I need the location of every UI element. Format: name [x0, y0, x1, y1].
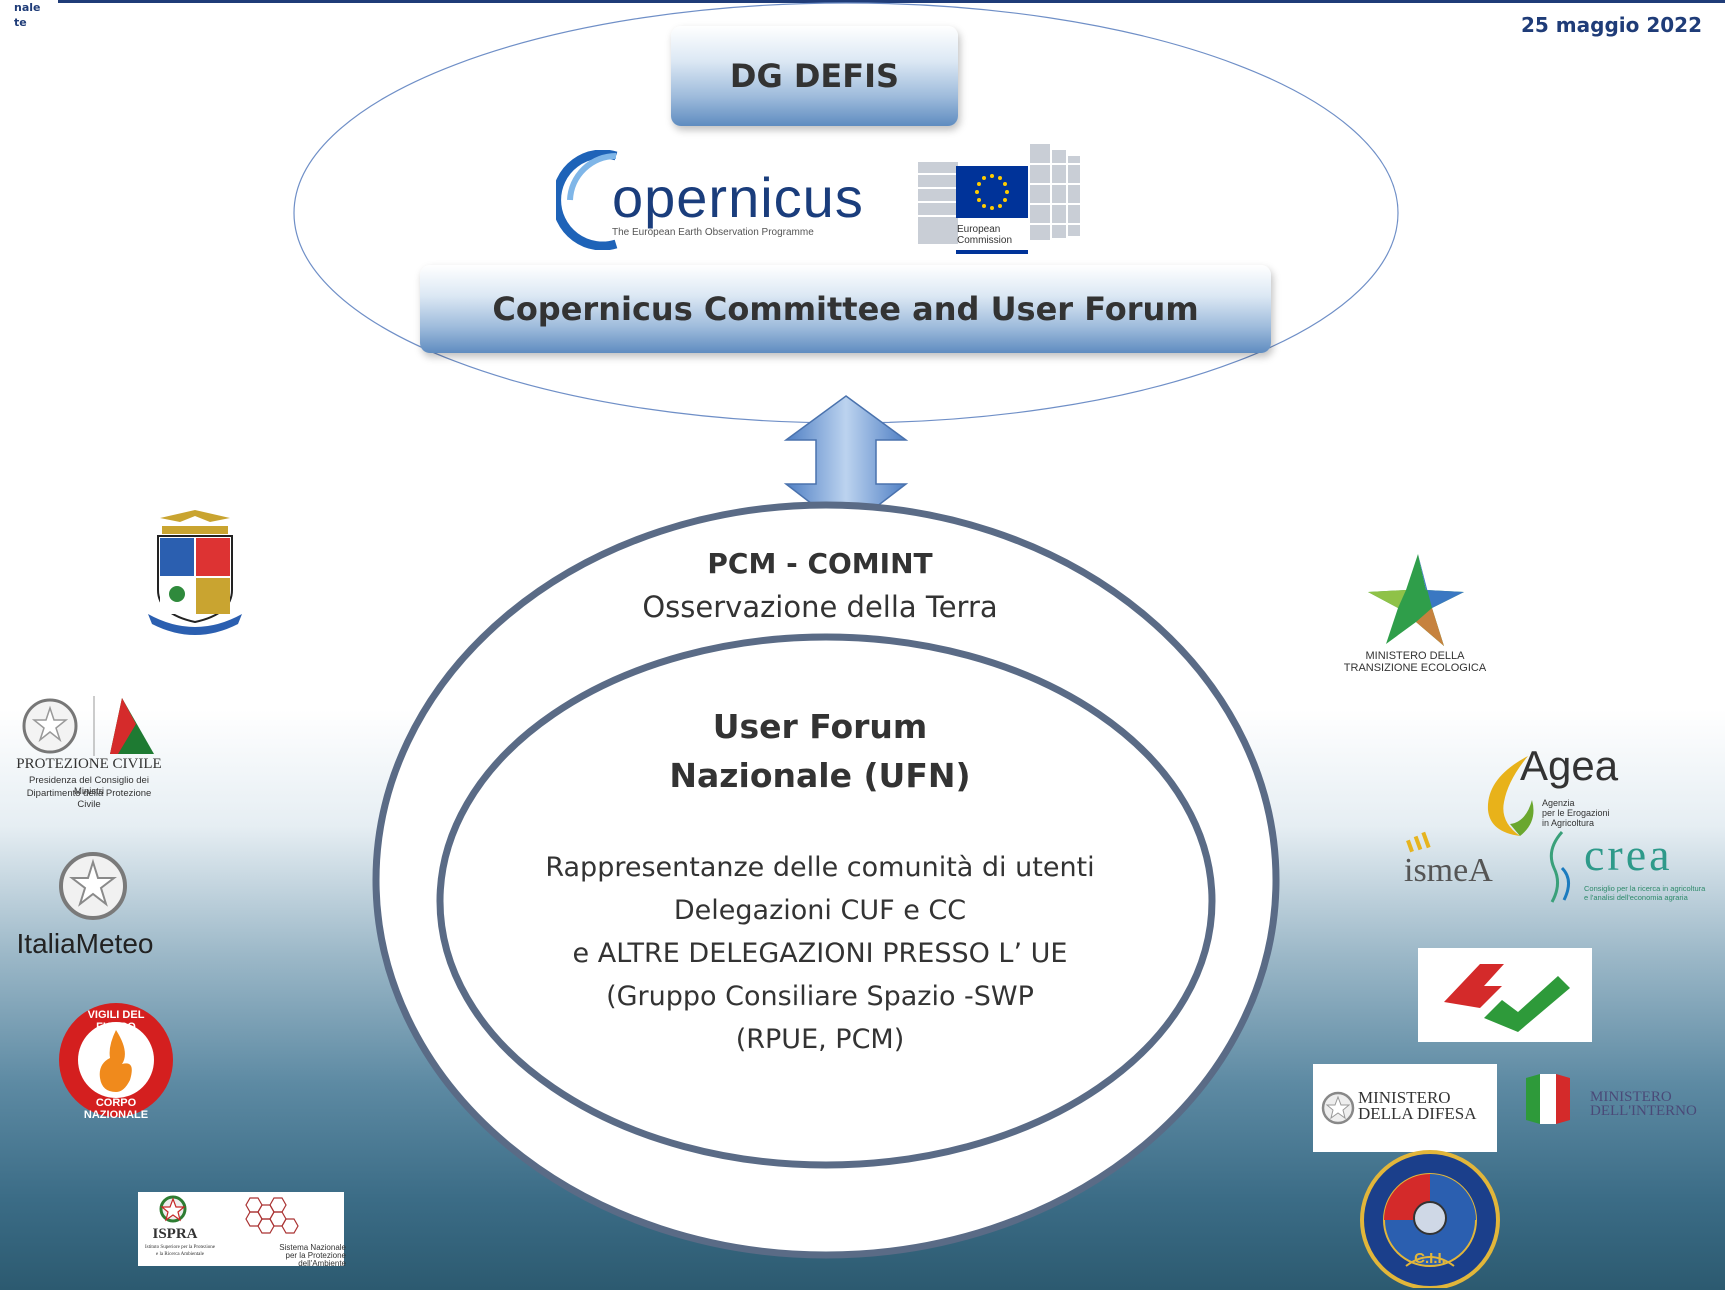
mite-line-2: TRANSIZIONE ECOLOGICA: [1343, 662, 1487, 674]
difesa-line-1: MINISTERO: [1358, 1088, 1451, 1107]
agea-swoosh-icon: [1487, 756, 1534, 836]
difesa-text: MINISTERO DELLA DIFESA: [1358, 1088, 1477, 1123]
ufn-title-line-2: Nazionale (UFN): [669, 756, 971, 795]
crea-sub-1: Consiglio per la ricerca in agricoltura: [1584, 884, 1706, 893]
vigili-top-text: VIGILI DEL FUOCO: [87, 1009, 145, 1033]
crea-drop-icon: [1549, 831, 1570, 903]
pcm-title: PCM - COMINT: [707, 547, 933, 580]
mite-star-logo: [1368, 554, 1464, 646]
italian-flag-icon: [1526, 1074, 1570, 1124]
difesa-line-2: DELLA DIFESA: [1358, 1104, 1477, 1123]
cii-badge: [1360, 1150, 1500, 1288]
org-line-2: te: [14, 16, 27, 29]
org-line-1: nale: [14, 1, 41, 14]
ec-label-line-2: Commission: [957, 235, 1013, 246]
ufn-desc-line-5: (RPUE, PCM): [735, 1024, 905, 1055]
difesa-emblem-icon: [1321, 1091, 1355, 1125]
snpa-line-2: per la Protezione: [285, 1251, 346, 1260]
agea-sub-1: Agenzia: [1542, 798, 1575, 808]
ufn-title-line-1: User Forum: [712, 707, 928, 746]
crea-sub-2: e l'analisi dell'economia agraria: [1584, 893, 1688, 902]
ispra-sub-2: e la Ricerca Ambientale: [156, 1252, 204, 1257]
snpa-line-1: Sistema Nazionale: [279, 1243, 346, 1252]
mite-line-1: MINISTERO DELLA: [1365, 650, 1465, 662]
italiameteo-label: ItaliaMeteo: [16, 928, 154, 959]
snpa-text: Sistema Nazionale per la Protezione dell…: [256, 1244, 346, 1268]
vigili-del-fuoco-badge: [59, 1003, 173, 1117]
red-green-chevron-logo: [1444, 964, 1570, 1032]
crea-sub: Consiglio per la ricerca in agricoltura …: [1584, 884, 1705, 902]
copernicus-c-icon: [556, 150, 618, 250]
ispra-emblem-icon: [159, 1195, 187, 1223]
copernicus-committee-box: Copernicus Committee and User Forum: [420, 265, 1271, 353]
header-rule: [58, 0, 1725, 3]
agea-sub-2: per le Erogazioni: [1542, 808, 1610, 818]
protezione-civile-title: PROTEZIONE CIVILE: [16, 756, 162, 772]
agea-sub-3: in Agricoltura: [1542, 818, 1595, 828]
vigili-bottom-text: CORPO NAZIONALE: [83, 1097, 149, 1121]
ec-label: European Commission: [957, 224, 1012, 246]
slide-date: 25 maggio 2022: [1521, 13, 1702, 37]
snpa-hexagon-icon: [245, 1197, 299, 1234]
cii-label: C.I.I.: [1414, 1250, 1446, 1267]
ispra-label: ISPRA: [152, 1226, 198, 1242]
european-commission-logo: [918, 144, 1080, 254]
protezione-civile-line-1: Presidenza del Consiglio dei Ministri: [29, 775, 149, 797]
agea-sub: Agenzia per le Erogazioni in Agricoltura: [1542, 798, 1610, 828]
copernicus-subtitle: The European Earth Observation Programme: [612, 227, 814, 238]
protezione-civile-logo: [22, 696, 154, 756]
ec-label-line-1: European: [957, 224, 1001, 235]
interno-line-2: DELL'INTERNO: [1590, 1103, 1697, 1119]
italian-republic-emblem: [59, 852, 127, 920]
aeronautica-militare-crest: [148, 510, 242, 635]
ufn-desc-line-2: Delegazioni CUF e CC: [673, 895, 967, 926]
interno-line-1: MINISTERO: [1590, 1089, 1672, 1105]
ufn-desc-line-4: (Gruppo Consiliare Spazio -SWP: [606, 981, 1034, 1012]
ismea-label: ismeA: [1404, 852, 1493, 889]
mite-text: MINISTERO DELLA TRANSIZIONE ECOLOGICA: [1320, 650, 1510, 674]
pcm-subtitle: Osservazione della Terra: [642, 590, 998, 624]
protezione-civile-line-2: Dipartimento della Protezione Civile: [26, 788, 152, 810]
ufn-ellipse: [436, 633, 1216, 1169]
agea-label: Agea: [1520, 742, 1619, 789]
interno-text: MINISTERO DELL'INTERNO: [1590, 1089, 1697, 1119]
copernicus-wordmark: opernicus: [612, 166, 864, 229]
ismea-wheat-icon: [1406, 831, 1431, 853]
snpa-line-3: dell'Ambiente: [298, 1259, 346, 1268]
dg-defis-box: DG DEFIS: [671, 26, 958, 126]
crea-label: crea: [1584, 829, 1673, 880]
ufn-desc-line-1: Rappresentanze delle comunità di utenti: [545, 852, 1095, 883]
eu-flag-icon: [956, 166, 1028, 218]
ufn-desc-line-3: e ALTRE DELEGAZIONI PRESSO L’ UE: [572, 938, 1068, 969]
ispra-sub-1: Istituto Superiore per la Protezione: [145, 1245, 215, 1250]
organization-logo-fragment: nale te: [0, 0, 41, 30]
